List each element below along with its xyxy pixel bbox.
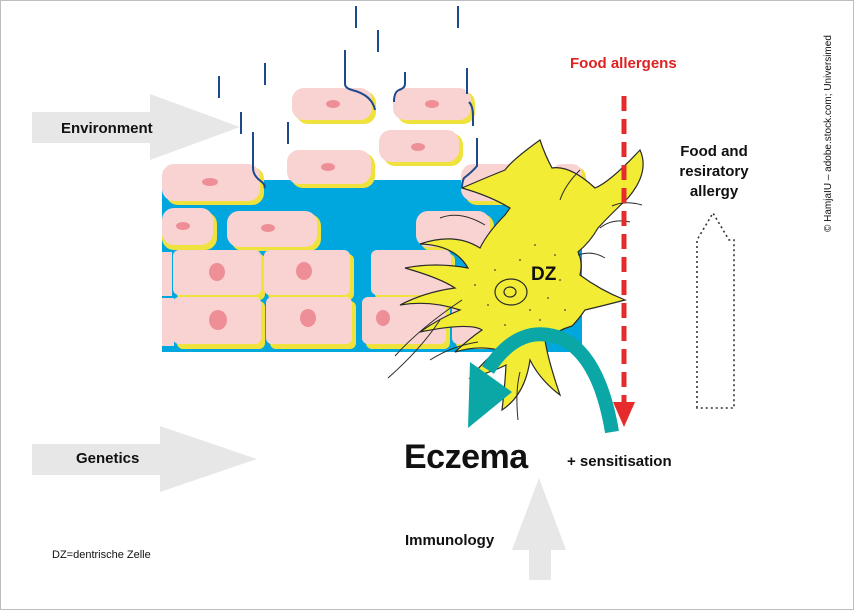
genetics-arrow [32, 426, 257, 492]
food-allergens-label: Food allergens [570, 55, 677, 72]
environment-arrow [32, 94, 240, 160]
food-allergen-arrowhead [613, 402, 635, 427]
immunology-arrow [512, 478, 566, 580]
sensitisation-arrow [482, 327, 619, 434]
sensitisation-arrowhead [468, 362, 512, 428]
legend-note: DZ=dentrische Zelle [52, 549, 151, 561]
environment-label: Environment [61, 120, 153, 137]
sensitisation-label: + sensitisation [567, 453, 672, 470]
eczema-title: Eczema [404, 438, 528, 476]
genetics-label: Genetics [76, 450, 140, 467]
food-respiratory-allergy-label: Food and resiratory allergy [679, 143, 749, 200]
dendritic-cell [387, 139, 644, 421]
barrier-crack-lines [218, 6, 478, 189]
cell-granules [474, 244, 566, 326]
dendritic-cell-label: DZ [531, 264, 557, 285]
food-respiratory-allergy-arrow [696, 211, 735, 409]
image-credit: © HamjaIU – adobe.stock.com; Universimed [823, 35, 834, 232]
immunology-label: Immunology [405, 532, 495, 549]
